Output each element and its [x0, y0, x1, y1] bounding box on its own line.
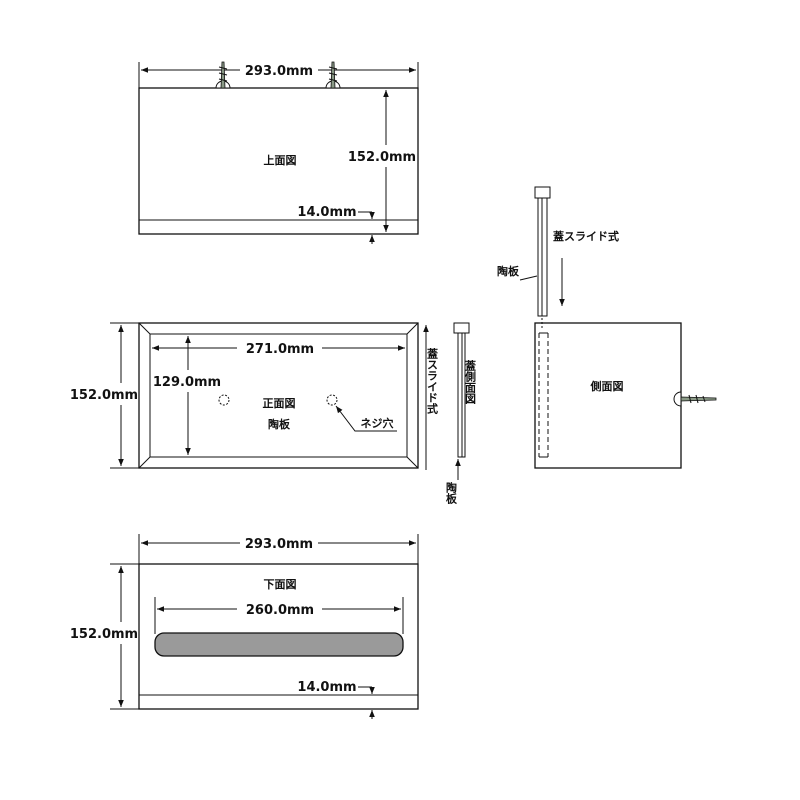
slot-width-label: 260.0mm — [246, 603, 314, 618]
front-bevel-tl — [138, 322, 151, 335]
bottom-view: 293.0mm 152.0mm 下面図 260.0mm 14.0mm — [70, 534, 419, 719]
lid-side-view-name: 蓋側面図 — [464, 359, 478, 405]
bottom-view-outline — [138, 563, 419, 710]
top-lip-label: 14.0mm — [297, 205, 356, 220]
screw-hole-icon — [218, 394, 230, 406]
top-view: 293.0mm 152.0mm 14.0mm 上面図 — [138, 61, 419, 244]
lid-material-label: 陶板 — [445, 481, 458, 505]
lid-knob — [453, 322, 470, 334]
front-view-inner-panel — [149, 333, 408, 458]
side-material-label: 陶板 — [497, 264, 520, 278]
top-height-label: 152.0mm — [348, 150, 416, 165]
front-view: 271.0mm 152.0mm 129.0mm 正面図 陶板 ネジ穴 蓋スライド… — [70, 322, 439, 470]
front-hole-height-label: 129.0mm — [153, 375, 221, 390]
side-lid-slide-label: 蓋スライド式 — [553, 229, 619, 243]
front-material-label: 陶板 — [268, 417, 291, 431]
tissue-slot — [154, 632, 404, 657]
top-width-label: 293.0mm — [245, 64, 313, 79]
side-material-leader — [519, 275, 538, 281]
front-bevel-br — [406, 456, 419, 469]
lid-side-view: 蓋側面図 陶板 — [445, 322, 478, 505]
screw-icon — [325, 61, 341, 89]
front-height-label: 152.0mm — [70, 388, 138, 403]
front-lid-slide-label: 蓋スライド式 — [426, 347, 439, 415]
screw-icon — [673, 391, 717, 407]
side-view-body — [534, 322, 682, 469]
bottom-view-name: 下面図 — [264, 577, 297, 591]
front-bevel-bl — [138, 456, 151, 469]
screw-icon — [215, 61, 231, 89]
side-lid-knob — [534, 186, 551, 199]
front-bevel-tr — [406, 322, 419, 335]
bottom-height-label: 152.0mm — [70, 627, 138, 642]
bottom-lip-label: 14.0mm — [297, 680, 356, 695]
bottom-width-label: 293.0mm — [245, 537, 313, 552]
front-inner-width-label: 271.0mm — [246, 342, 314, 357]
front-view-outer-frame — [138, 322, 419, 469]
front-view-name: 正面図 — [263, 396, 296, 410]
screw-hole-icon — [326, 394, 338, 406]
top-view-outline — [138, 87, 419, 235]
screw-hole-label: ネジ穴 — [361, 416, 394, 430]
screw-hole-leader — [335, 405, 397, 432]
side-view-name: 側面図 — [590, 379, 624, 393]
side-view: 蓋スライド式 陶板 側面図 — [497, 186, 717, 469]
top-view-name: 上面図 — [264, 153, 297, 167]
